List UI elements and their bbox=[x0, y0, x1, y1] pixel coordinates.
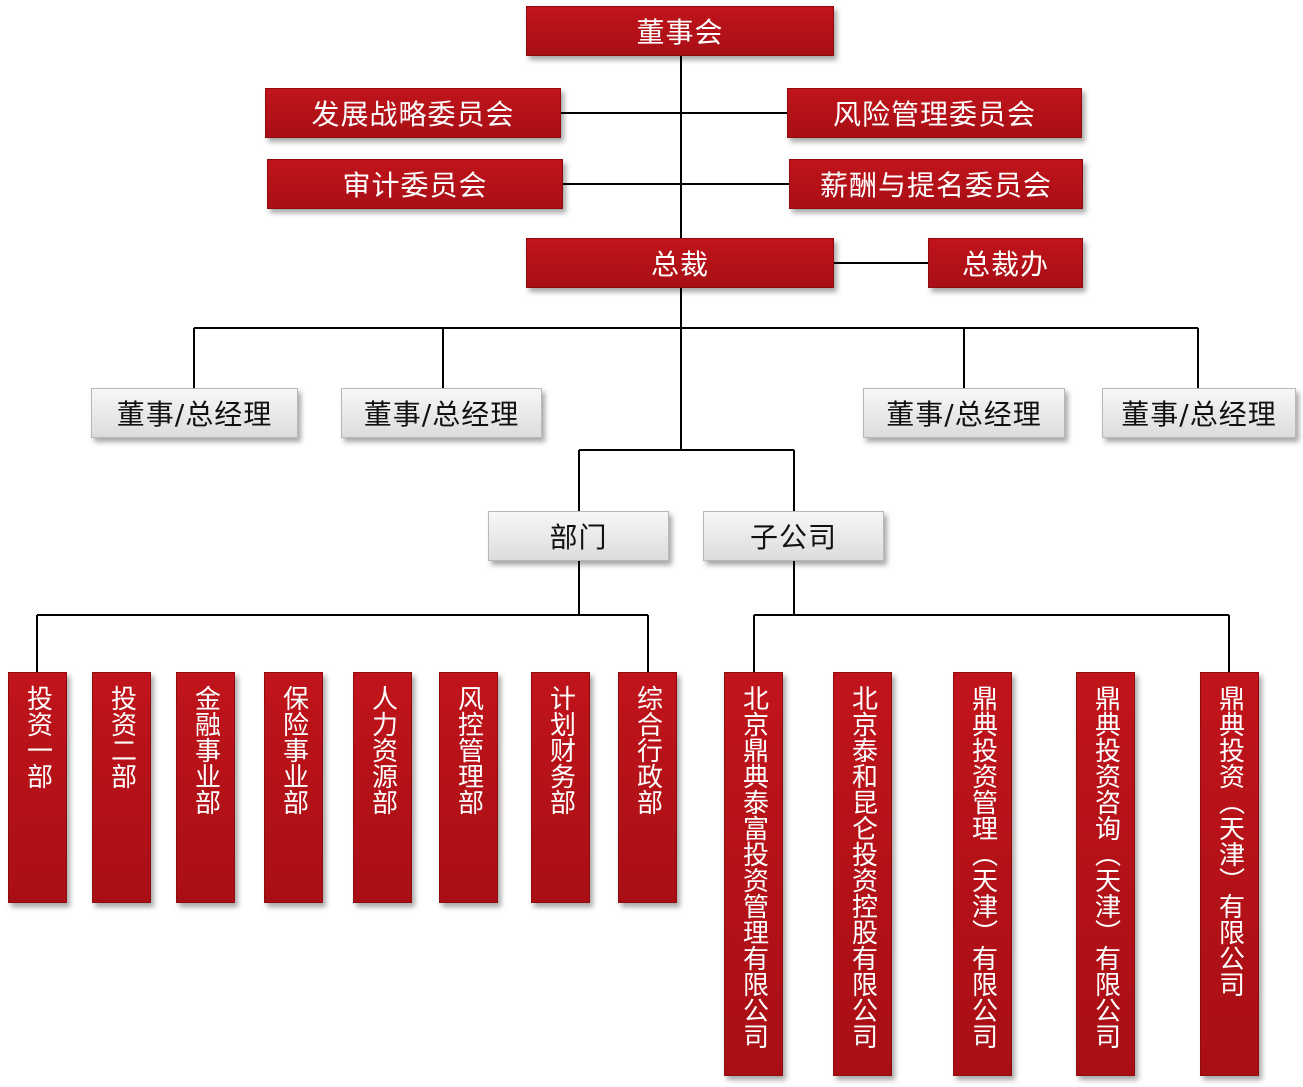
subsidiary-box: 鼎典投资（天津）有限公司 bbox=[1200, 672, 1259, 1076]
subsidiary-box: 鼎典投资咨询（天津）有限公司 bbox=[1076, 672, 1135, 1076]
president-box: 总裁 bbox=[526, 238, 834, 288]
director-box: 董事/总经理 bbox=[863, 388, 1065, 438]
department-label: 人力资源部 bbox=[367, 685, 398, 815]
subsidiary-label: 鼎典投资咨询（天津）有限公司 bbox=[1090, 685, 1121, 1049]
board-box: 董事会 bbox=[526, 6, 834, 56]
department-box: 综合行政部 bbox=[618, 672, 677, 903]
subsidiary-label: 鼎典投资管理（天津）有限公司 bbox=[967, 685, 998, 1049]
compensation-committee-box: 薪酬与提名委员会 bbox=[789, 159, 1083, 209]
department-box: 投资二部 bbox=[92, 672, 151, 903]
department-label: 金融事业部 bbox=[190, 685, 221, 815]
risk-committee-box: 风险管理委员会 bbox=[787, 88, 1082, 138]
president-office-box: 总裁办 bbox=[928, 238, 1083, 288]
department-box: 保险事业部 bbox=[264, 672, 323, 903]
department-label: 综合行政部 bbox=[632, 685, 663, 815]
department-box: 计划财务部 bbox=[531, 672, 590, 903]
subsidiaries-header-box: 子公司 bbox=[703, 511, 884, 561]
director-box: 董事/总经理 bbox=[341, 388, 542, 438]
department-label: 投资二部 bbox=[106, 685, 137, 789]
audit-committee-box: 审计委员会 bbox=[267, 159, 563, 209]
subsidiary-box: 鼎典投资管理（天津）有限公司 bbox=[953, 672, 1012, 1076]
department-box: 风控管理部 bbox=[439, 672, 498, 903]
department-label: 计划财务部 bbox=[545, 685, 576, 815]
department-box: 投资一部 bbox=[8, 672, 67, 903]
director-box: 董事/总经理 bbox=[91, 388, 298, 438]
department-box: 人力资源部 bbox=[353, 672, 412, 903]
subsidiary-label: 北京鼎典泰富投资管理有限公司 bbox=[738, 685, 769, 1049]
subsidiary-box: 北京鼎典泰富投资管理有限公司 bbox=[724, 672, 783, 1076]
strategy-committee-box: 发展战略委员会 bbox=[265, 88, 561, 138]
department-label: 风控管理部 bbox=[453, 685, 484, 815]
department-label: 保险事业部 bbox=[278, 685, 309, 815]
subsidiary-label: 鼎典投资（天津）有限公司 bbox=[1214, 685, 1245, 997]
director-box: 董事/总经理 bbox=[1102, 388, 1296, 438]
subsidiary-box: 北京泰和昆仑投资控股有限公司 bbox=[833, 672, 892, 1076]
subsidiary-label: 北京泰和昆仑投资控股有限公司 bbox=[847, 685, 878, 1049]
department-box: 金融事业部 bbox=[176, 672, 235, 903]
department-label: 投资一部 bbox=[22, 685, 53, 789]
departments-header-box: 部门 bbox=[488, 511, 669, 561]
